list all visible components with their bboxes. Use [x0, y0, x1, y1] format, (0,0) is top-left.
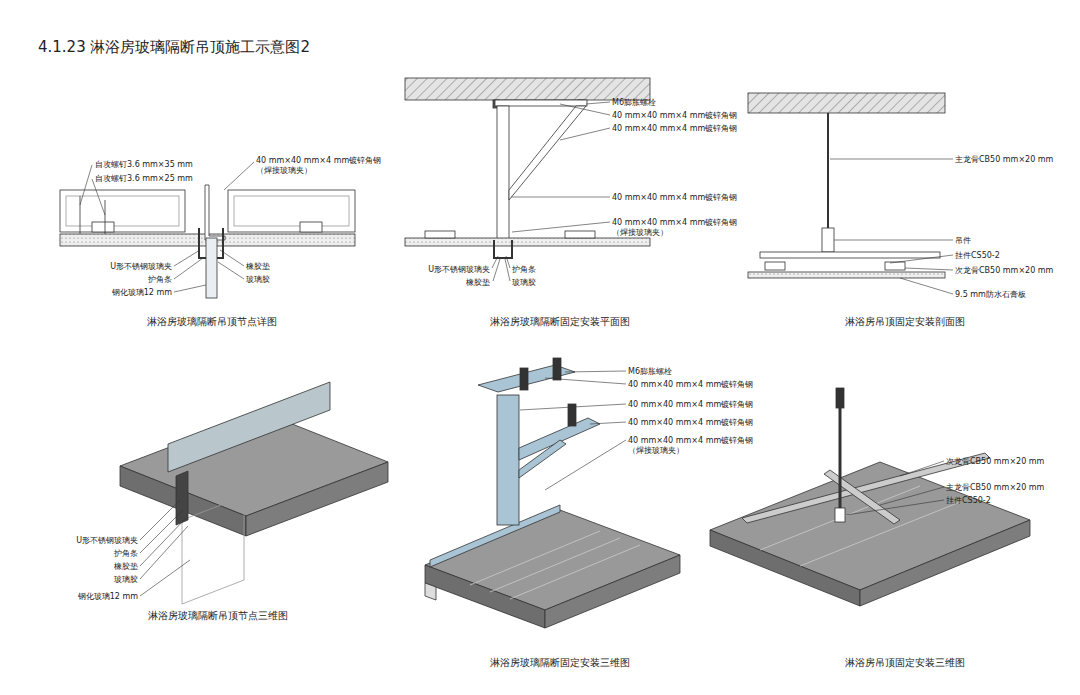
callout-label: 次龙骨CB50 mm×20 mm [946, 457, 1044, 467]
callout-label: 自攻螺钉3.6 mm×35 mm [95, 160, 193, 170]
callout-label: 橡胶垫 [246, 262, 270, 272]
page-title: 4.1.23 淋浴房玻璃隔断吊顶施工示意图2 [38, 38, 310, 57]
callout-label: 玻璃胶 [246, 275, 270, 285]
panel-caption: 淋浴房吊顶固定安装剖面图 [845, 316, 965, 329]
callout-label: 40 mm×40 mm×4 mm镀锌角钢 （焊接玻璃夹） [256, 156, 384, 176]
leader-lines [80, 102, 953, 596]
panel-caption: 淋浴房玻璃隔断吊顶节点详图 [147, 316, 277, 329]
callout-label: 护角条 [512, 265, 536, 275]
panel-caption: 淋浴房玻璃隔断固定安装三维图 [490, 657, 630, 670]
callout-label: 主龙骨CB50 mm×20 mm [946, 483, 1044, 493]
callout-label: 挂件CS50-2 [955, 251, 1000, 261]
callout-label: 护角条 [148, 275, 172, 285]
callout-label: 吊件 [955, 236, 971, 246]
callout-label: 护角条 [114, 549, 138, 559]
callout-label: U形不锈钢玻璃夹 [428, 265, 490, 275]
callout-label: 40 mm×40 mm×4 mm镀锌角钢 [612, 124, 737, 134]
callout-label: 40 mm×40 mm×4 mm镀锌角钢 [628, 380, 753, 390]
callout-label: 橡胶垫 [466, 278, 490, 288]
callout-label: 40 mm×40 mm×4 mm镀锌角钢 （焊接玻璃夹） [612, 218, 740, 238]
callout-label: U形不锈钢玻璃夹 [110, 262, 172, 272]
callout-label: 次龙骨CB50 mm×20 mm [955, 266, 1053, 276]
callout-label: 玻璃胶 [512, 278, 536, 288]
callout-label: 40 mm×40 mm×4 mm镀锌角钢 [628, 400, 753, 410]
callout-label: 40 mm×40 mm×4 mm镀锌角钢 [612, 193, 737, 203]
callout-label: 自攻螺钉3.6 mm×25 mm [95, 174, 193, 184]
callout-label: M6膨胀螺栓 [628, 367, 672, 377]
panel-caption: 淋浴房玻璃隔断吊顶节点三维图 [148, 610, 288, 623]
callout-label: 40 mm×40 mm×4 mm镀锌角钢 （焊接玻璃夹） [628, 436, 756, 456]
callout-label: 40 mm×40 mm×4 mm镀锌角钢 [612, 111, 737, 121]
panel-caption: 淋浴房吊顶固定安装三维图 [845, 657, 965, 670]
callout-label: 9.5 mm防水石膏板 [955, 290, 1026, 300]
callout-label: 橡胶垫 [114, 562, 138, 572]
panel-caption: 淋浴房玻璃隔断固定安装平面图 [490, 316, 630, 329]
callout-label: 40 mm×40 mm×4 mm镀锌角钢 [628, 418, 753, 428]
callout-label: U形不锈钢玻璃夹 [76, 536, 138, 546]
callout-label: 钢化玻璃12 mm [112, 288, 172, 298]
callout-label: 挂件CS50-2 [946, 496, 991, 506]
callout-label: M6膨胀螺栓 [612, 98, 656, 108]
callout-label: 玻璃胶 [114, 575, 138, 585]
callout-label: 主龙骨CB50 mm×20 mm [955, 155, 1053, 165]
callout-label: 钢化玻璃12 mm [78, 592, 138, 602]
